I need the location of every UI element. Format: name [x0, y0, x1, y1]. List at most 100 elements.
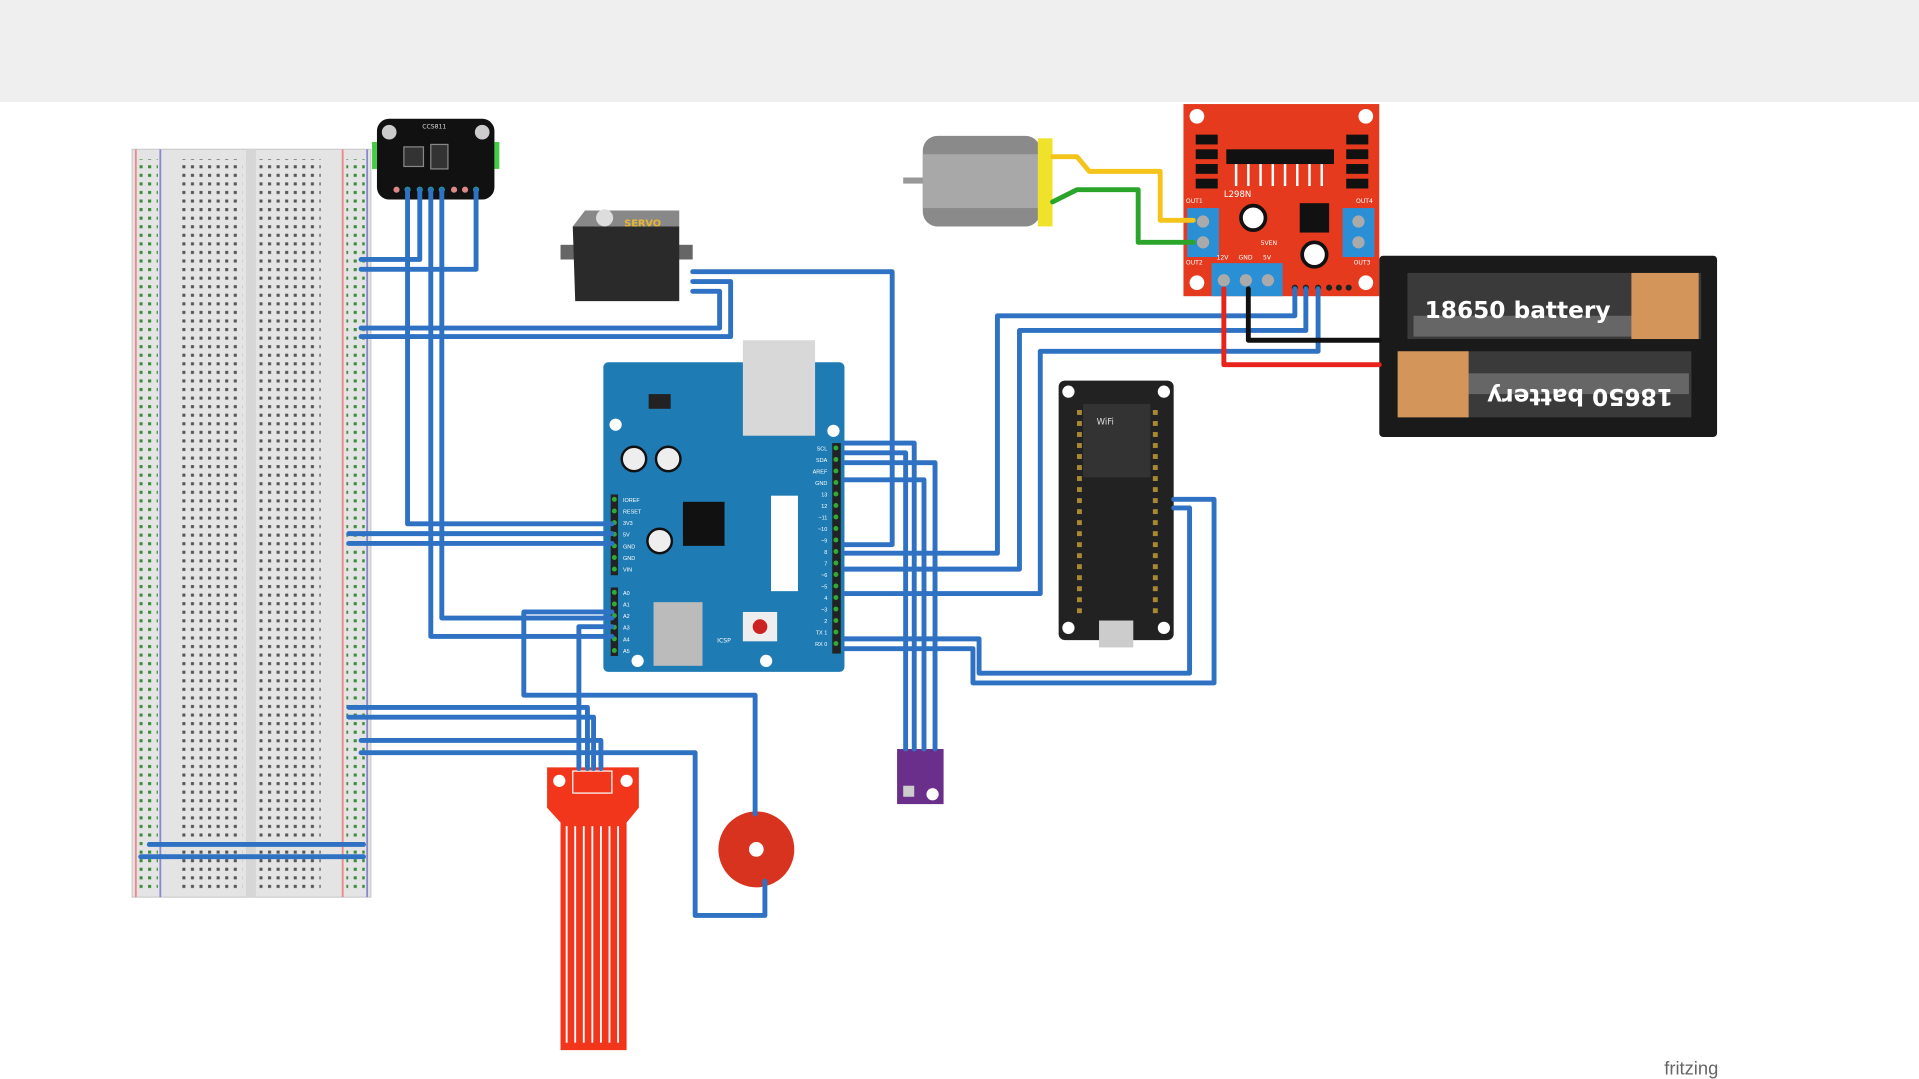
- wire[interactable]: [1050, 154, 1196, 223]
- esp32-pin: [1076, 608, 1082, 614]
- arduino-pin[interactable]: [833, 629, 839, 635]
- arduino-pin-label: SDA: [816, 458, 828, 464]
- arduino-pin[interactable]: [833, 560, 839, 566]
- arduino-pin-label: RESET: [623, 509, 642, 515]
- esp32-pin: [1152, 509, 1158, 515]
- arduino-ethernet-shield[interactable]: ICSP IOREFRESET3V35VGNDGNDVINA0A1A2A3A4A…: [603, 340, 845, 672]
- l298n-label: L298N: [1224, 190, 1251, 200]
- dc-motor[interactable]: [903, 135, 1053, 227]
- arduino-pin[interactable]: [611, 496, 617, 502]
- arduino-pin[interactable]: [611, 601, 617, 607]
- wire[interactable]: [1245, 286, 1382, 343]
- arduino-pin-label: 7: [824, 561, 827, 567]
- wire[interactable]: [576, 624, 615, 772]
- wire[interactable]: [690, 269, 895, 548]
- arduino-pin[interactable]: [611, 555, 617, 560]
- wire[interactable]: [358, 279, 734, 340]
- esp32-pin: [1152, 454, 1158, 459]
- arduino-pin-label: RX 0: [815, 642, 827, 648]
- esp32-pin: [1152, 410, 1158, 415]
- esp32-pin: [1076, 586, 1082, 592]
- esp32-wifi-label: WiFi: [1097, 418, 1114, 428]
- servo-motor[interactable]: SERVO: [560, 209, 693, 302]
- arduino-pin[interactable]: [833, 526, 839, 531]
- arduino-pin-label: A2: [623, 614, 630, 620]
- arduino-pin-label: GND: [623, 544, 635, 550]
- arduino-pin[interactable]: [611, 566, 617, 572]
- arduino-pin[interactable]: [833, 572, 839, 577]
- arduino-pin[interactable]: [833, 514, 839, 520]
- arduino-pin[interactable]: [833, 641, 839, 646]
- arduino-pin-label: ~9: [821, 538, 827, 544]
- esp32-pin: [1076, 410, 1082, 415]
- wire[interactable]: [358, 750, 768, 918]
- arduino-pin-label: 12: [821, 504, 827, 510]
- esp32-pin: [1076, 553, 1082, 559]
- wire[interactable]: [358, 187, 423, 262]
- arduino-pin-label: VIN: [623, 568, 632, 574]
- arduino-pin[interactable]: [833, 503, 839, 508]
- arduino-pin[interactable]: [833, 480, 839, 485]
- arduino-pin[interactable]: [611, 508, 617, 514]
- wire[interactable]: [842, 460, 938, 752]
- ccs811-sensor[interactable]: CCS811: [372, 118, 500, 200]
- arduino-pin-label: TX 1: [816, 630, 828, 636]
- esp32-pin: [1152, 575, 1158, 581]
- arduino-pin[interactable]: [833, 537, 839, 543]
- wire[interactable]: [842, 286, 1321, 597]
- arduino-pin[interactable]: [833, 595, 839, 600]
- esp32-pin: [1076, 498, 1082, 504]
- arduino-pin[interactable]: [833, 457, 839, 462]
- arduino-pin[interactable]: [611, 589, 617, 595]
- bme280-sensor[interactable]: [897, 749, 944, 805]
- wire[interactable]: [842, 286, 1298, 556]
- esp32-pin: [1076, 421, 1082, 426]
- arduino-pin-label: GND: [815, 481, 827, 487]
- water-level-sensor[interactable]: [547, 767, 639, 1051]
- arduino-pin-label: ~5: [821, 584, 827, 590]
- esp32-board[interactable]: WiFi: [1058, 380, 1174, 648]
- wire[interactable]: [358, 738, 604, 772]
- esp32-pin: [1076, 542, 1082, 548]
- wire[interactable]: [842, 505, 1193, 676]
- l298n-gnd-label: GND: [1239, 254, 1253, 261]
- wire[interactable]: [1221, 286, 1382, 368]
- wire[interactable]: [842, 450, 909, 752]
- wire[interactable]: [358, 288, 723, 331]
- esp32-pin: [1076, 487, 1082, 493]
- wire[interactable]: [842, 286, 1309, 572]
- esp32-pin: [1076, 443, 1082, 448]
- arduino-pin[interactable]: [833, 618, 839, 623]
- l298n-5ven-label: 5VEN: [1261, 240, 1278, 247]
- wire[interactable]: [358, 187, 479, 272]
- wire[interactable]: [1050, 187, 1196, 245]
- battery-bottom-label: 18650 battery: [1487, 383, 1673, 410]
- arduino-pin[interactable]: [833, 468, 839, 474]
- wire[interactable]: [842, 477, 927, 752]
- wire[interactable]: [405, 187, 615, 527]
- esp32-pin: [1152, 586, 1158, 592]
- arduino-pin-label: ~3: [821, 607, 827, 613]
- wire[interactable]: [346, 704, 590, 772]
- wire[interactable]: [521, 609, 758, 817]
- icsp-label: ICSP: [717, 638, 731, 645]
- l298n-motor-driver[interactable]: L298N OUT1 OUT2 OUT3 OUT4 12V GND 5V 5VE…: [1183, 104, 1380, 297]
- arduino-pin[interactable]: [833, 606, 839, 612]
- round-sensor[interactable]: [718, 811, 795, 888]
- esp32-pin: [1152, 465, 1158, 470]
- arduino-pin-label: IOREF: [623, 498, 640, 504]
- arduino-pin[interactable]: [833, 583, 839, 589]
- wire[interactable]: [842, 496, 1217, 686]
- arduino-pin-label: AREF: [813, 469, 828, 475]
- esp32-pin: [1152, 443, 1158, 448]
- arduino-pin[interactable]: [611, 648, 617, 653]
- arduino-pin[interactable]: [833, 491, 839, 497]
- esp32-pin: [1152, 608, 1158, 614]
- wire[interactable]: [439, 187, 615, 621]
- battery-holder-18650[interactable]: 18650 battery 18650 battery: [1379, 255, 1718, 437]
- arduino-pin[interactable]: [833, 549, 839, 554]
- arduino-pin[interactable]: [833, 445, 839, 451]
- breadboard[interactable]: [131, 148, 372, 898]
- esp32-pin: [1152, 432, 1158, 437]
